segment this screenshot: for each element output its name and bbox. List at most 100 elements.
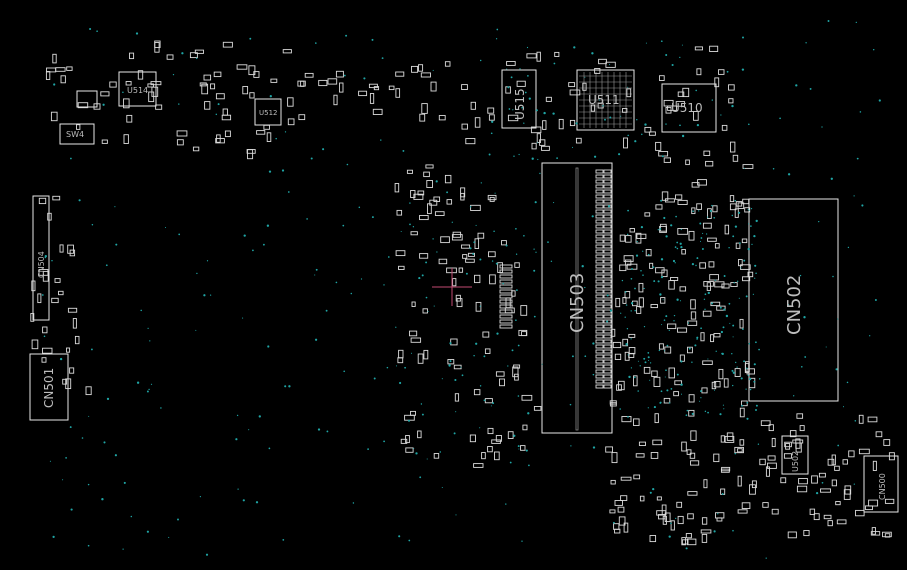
connector-pin bbox=[595, 229, 604, 234]
smd-pad bbox=[688, 394, 695, 403]
smd-pad bbox=[679, 286, 687, 292]
cn500-outline[interactable] bbox=[863, 455, 899, 513]
connector-pin bbox=[595, 179, 604, 184]
via bbox=[717, 513, 719, 515]
via bbox=[740, 267, 742, 269]
smd-pad bbox=[681, 441, 687, 452]
connector-pin bbox=[603, 284, 612, 289]
via bbox=[748, 123, 750, 126]
via bbox=[432, 238, 434, 240]
cn501-outline[interactable] bbox=[29, 353, 69, 421]
via bbox=[692, 210, 694, 213]
u514-outline[interactable] bbox=[118, 71, 157, 107]
smd-pad bbox=[514, 373, 519, 381]
via bbox=[436, 251, 438, 253]
via bbox=[415, 452, 418, 455]
smd-pad bbox=[650, 452, 659, 459]
via bbox=[731, 353, 733, 355]
small-ic-outline[interactable] bbox=[76, 90, 98, 108]
label-u510: U510 bbox=[671, 101, 703, 115]
u510-outline[interactable] bbox=[661, 83, 717, 133]
smd-pad bbox=[638, 297, 644, 308]
via bbox=[433, 305, 435, 307]
smd-pad bbox=[69, 249, 76, 257]
via bbox=[539, 172, 541, 175]
cn504-outline[interactable] bbox=[32, 195, 50, 321]
via bbox=[448, 364, 451, 367]
via bbox=[217, 103, 220, 106]
smd-pad bbox=[531, 142, 537, 150]
via bbox=[598, 99, 601, 101]
via bbox=[675, 215, 677, 218]
via bbox=[731, 369, 734, 372]
via bbox=[419, 476, 422, 479]
via bbox=[643, 325, 646, 328]
via bbox=[495, 262, 498, 265]
via bbox=[387, 256, 390, 258]
via bbox=[743, 259, 746, 262]
u511-outline[interactable] bbox=[576, 69, 635, 131]
smd-pad bbox=[67, 307, 78, 313]
smd-pad bbox=[643, 366, 651, 374]
via bbox=[255, 501, 259, 504]
via bbox=[367, 448, 369, 450]
via bbox=[804, 356, 807, 358]
smd-pad bbox=[858, 448, 870, 455]
u502-outline[interactable] bbox=[781, 435, 809, 475]
smd-pad bbox=[465, 138, 476, 145]
via bbox=[703, 298, 706, 300]
via bbox=[114, 206, 116, 208]
via bbox=[685, 414, 688, 417]
connector-pin bbox=[499, 304, 513, 309]
sw4-outline[interactable] bbox=[59, 123, 95, 145]
smd-pad bbox=[444, 174, 452, 184]
via bbox=[386, 366, 389, 369]
via bbox=[668, 329, 670, 332]
smd-pad bbox=[62, 378, 68, 385]
smd-pad bbox=[65, 378, 72, 390]
via bbox=[734, 452, 737, 455]
smd-pad bbox=[618, 380, 625, 391]
smd-pad bbox=[676, 501, 683, 508]
via bbox=[713, 530, 716, 533]
connector-pin bbox=[595, 169, 604, 174]
smd-pad bbox=[569, 89, 581, 96]
via bbox=[815, 491, 819, 495]
smd-pad bbox=[624, 291, 631, 299]
via bbox=[746, 401, 749, 404]
via bbox=[513, 155, 515, 157]
via bbox=[215, 113, 218, 116]
smd-pad bbox=[487, 107, 495, 114]
via bbox=[87, 483, 90, 486]
smd-pad bbox=[739, 318, 744, 329]
connector-pin bbox=[603, 344, 612, 349]
smd-pad bbox=[542, 120, 547, 130]
via bbox=[653, 280, 656, 283]
smd-pad bbox=[723, 378, 729, 388]
via bbox=[634, 140, 637, 143]
cn502-outline[interactable] bbox=[748, 198, 839, 402]
smd-pad bbox=[789, 430, 797, 438]
via bbox=[624, 316, 626, 318]
smd-pad bbox=[737, 202, 745, 209]
via bbox=[413, 447, 415, 450]
via bbox=[515, 227, 517, 230]
via bbox=[647, 253, 650, 256]
smd-pad bbox=[785, 443, 791, 450]
smd-pad bbox=[868, 499, 879, 507]
cn503-outline[interactable] bbox=[541, 162, 613, 434]
smd-pad bbox=[728, 98, 734, 104]
label-u502: U502 bbox=[791, 451, 800, 472]
smd-pad bbox=[818, 472, 826, 478]
via bbox=[402, 149, 405, 152]
via bbox=[122, 91, 124, 94]
via bbox=[106, 397, 110, 401]
smd-pad bbox=[689, 452, 696, 459]
via bbox=[663, 319, 666, 321]
smd-pad bbox=[884, 498, 895, 504]
u515-outline[interactable] bbox=[501, 69, 537, 129]
via bbox=[750, 207, 753, 210]
via bbox=[553, 62, 556, 65]
smd-pad bbox=[460, 187, 466, 198]
